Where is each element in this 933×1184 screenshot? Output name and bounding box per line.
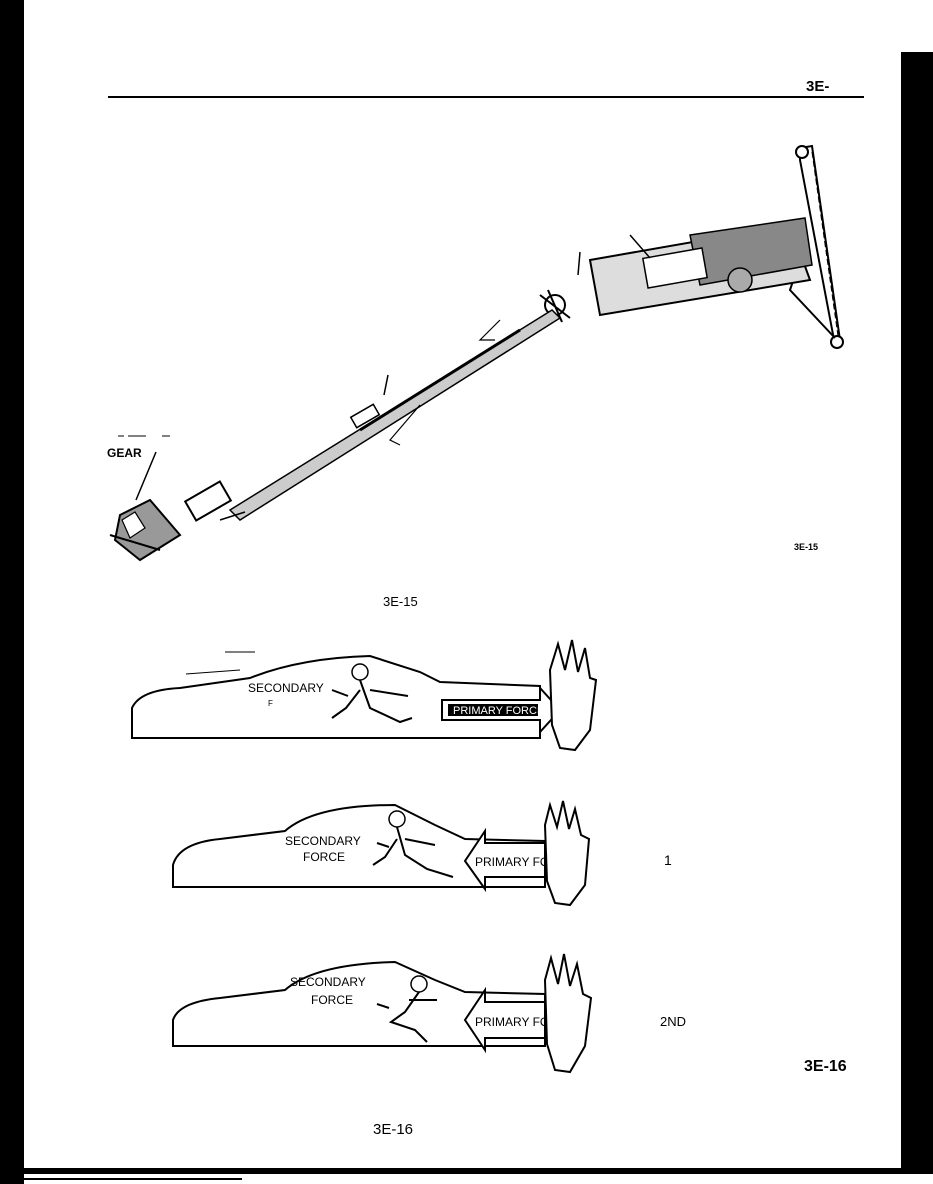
- steering-column-illustration: [109, 144, 844, 562]
- figure-corner-ref-3e-16: 3E-16: [804, 1058, 847, 1075]
- page-edge-right: [901, 52, 933, 1172]
- panel-2-secondary-label-line2: FORCE: [303, 850, 345, 864]
- page-label: 3E-: [806, 78, 830, 95]
- panel-1-secondary-sub: F: [268, 699, 273, 708]
- page-edge-left: [0, 0, 24, 1184]
- gear-label: GEAR: [107, 446, 142, 460]
- panel-3-secondary-label: SECONDARY: [290, 975, 366, 989]
- panel-3-side-label: 2ND: [660, 1014, 687, 1029]
- panel-1-primary-label: PRIMARY FORCE: [453, 705, 544, 717]
- collision-panel-1: PRIMARY FORCE SECONDARY F: [131, 639, 598, 752]
- page-edge-underline: [24, 1178, 242, 1180]
- header-rule: [108, 96, 864, 98]
- panel-1-secondary-label: SECONDARY: [248, 681, 324, 695]
- figure-caption-3e-15: 3E-15: [383, 594, 418, 609]
- panel-2-secondary-label: SECONDARY: [285, 834, 361, 848]
- page-edge-bottom: [24, 1168, 933, 1174]
- figure-caption-3e-16: 3E-16: [373, 1121, 414, 1138]
- collision-panel-3: PRIMARY FORCE SECONDARY FORCE: [172, 953, 593, 1074]
- figure-corner-ref-3e-15: 3E-15: [794, 542, 819, 552]
- panel-2-side-label: 1: [664, 852, 672, 868]
- panel-3-secondary-label-line2: FORCE: [311, 993, 353, 1007]
- collision-panel-2: PRIMARY FORCE SECONDARY FORCE: [172, 800, 591, 907]
